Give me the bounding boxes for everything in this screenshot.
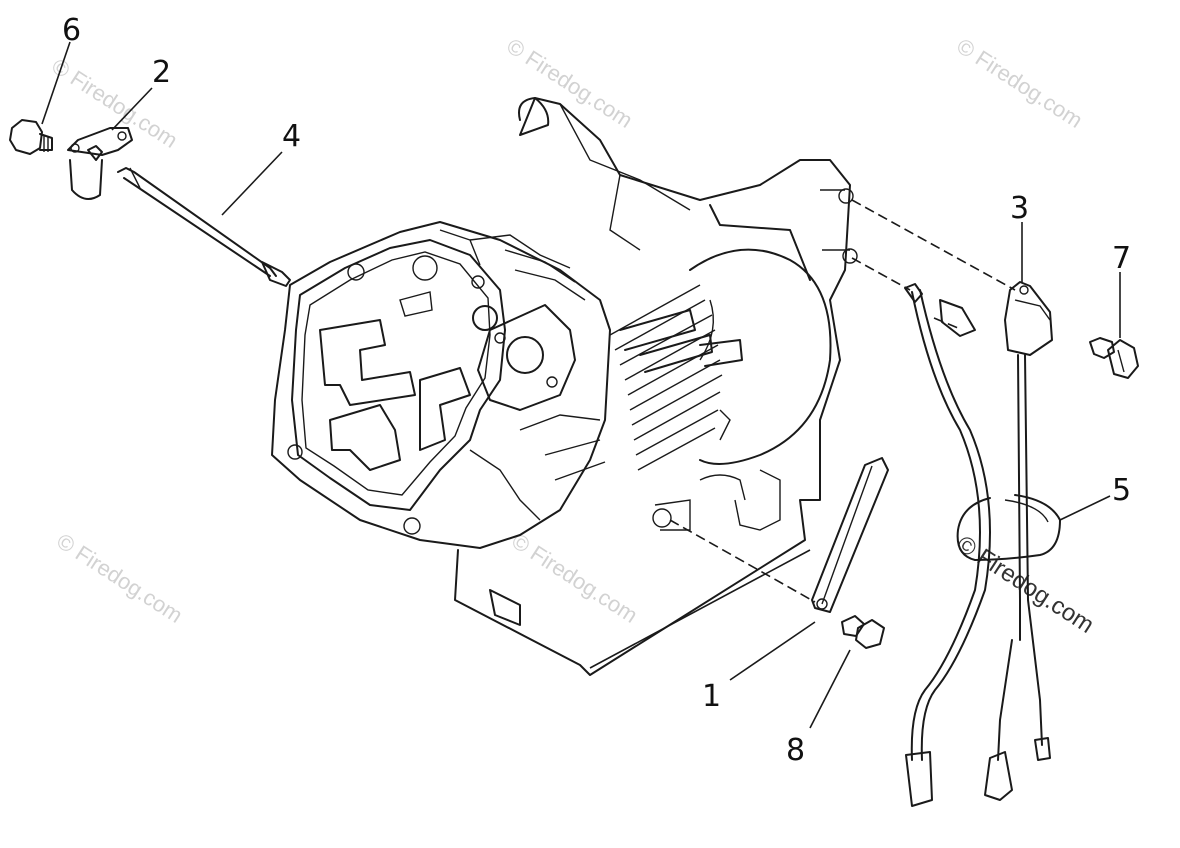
leader-line bbox=[41, 41, 71, 125]
callout-2: 2 bbox=[152, 55, 171, 90]
probe-part-4 bbox=[117, 167, 291, 287]
callout-4: 4 bbox=[282, 119, 301, 154]
leader-line bbox=[589, 549, 811, 669]
clamp-part-5 bbox=[956, 494, 1061, 561]
bolt-part-7 bbox=[1089, 337, 1139, 379]
leader-line bbox=[809, 649, 851, 729]
bolt-part-8 bbox=[841, 615, 885, 649]
callout-6: 6 bbox=[62, 13, 81, 48]
watermark: © Firedog.com bbox=[502, 33, 637, 133]
callout-3: 3 bbox=[1010, 191, 1029, 226]
leader-line bbox=[1059, 495, 1111, 521]
alignment-line bbox=[933, 317, 959, 329]
alignment-line bbox=[851, 199, 1016, 291]
callout-1: 1 bbox=[702, 679, 721, 714]
alignment-line bbox=[669, 519, 816, 603]
leader-line bbox=[111, 87, 153, 131]
sensor-part-2 bbox=[67, 127, 133, 200]
wire-harness bbox=[904, 283, 991, 807]
callout-7: 7 bbox=[1112, 241, 1131, 276]
engine-block bbox=[454, 97, 858, 676]
bolt-part-6 bbox=[9, 119, 53, 155]
leader-line bbox=[729, 621, 816, 681]
watermark: © Firedog.com bbox=[952, 530, 1099, 639]
watermark: © Firedog.com bbox=[52, 528, 187, 628]
strap-part-1 bbox=[811, 457, 889, 613]
coil-part-3 bbox=[984, 281, 1053, 801]
callout-5: 5 bbox=[1112, 473, 1131, 508]
cylinder-head bbox=[271, 221, 611, 549]
alignment-line bbox=[851, 257, 911, 291]
leader-line bbox=[221, 151, 283, 216]
callout-8: 8 bbox=[786, 733, 805, 768]
watermark: © Firedog.com bbox=[952, 33, 1087, 133]
watermark: © Firedog.com bbox=[507, 528, 642, 628]
